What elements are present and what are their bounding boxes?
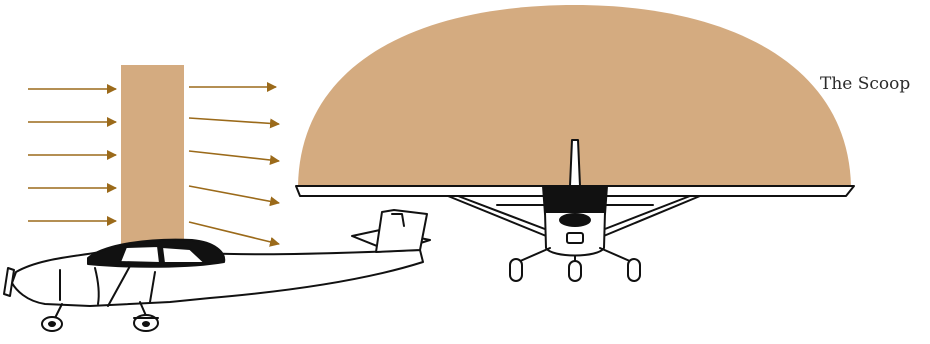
airflow-column <box>121 65 184 255</box>
spinner <box>567 233 583 243</box>
outgoing-arrow <box>189 151 279 161</box>
main-wheel-hub <box>143 322 149 326</box>
side-window-front <box>120 246 160 263</box>
right-gear-leg <box>600 248 632 262</box>
front-vertical-tail <box>570 140 580 186</box>
nose-gear-strut <box>55 304 62 318</box>
right-wheel <box>628 259 640 281</box>
outgoing-arrow <box>189 186 279 203</box>
air-intake <box>560 214 590 226</box>
left-wheel <box>510 259 522 281</box>
nose-wheel-front <box>569 261 581 281</box>
incoming-arrows <box>28 89 116 221</box>
left-wing-strut <box>458 196 558 234</box>
scoop-caption: The Scoop <box>820 74 910 94</box>
front-cabin <box>543 186 607 214</box>
propeller <box>4 268 14 296</box>
outgoing-arrows <box>189 87 279 244</box>
nose-wheel-hub <box>49 322 55 326</box>
left-wing-strut <box>448 196 556 240</box>
outgoing-arrow <box>189 118 279 124</box>
right-wing-strut <box>594 196 700 240</box>
left-gear-leg <box>518 248 550 262</box>
